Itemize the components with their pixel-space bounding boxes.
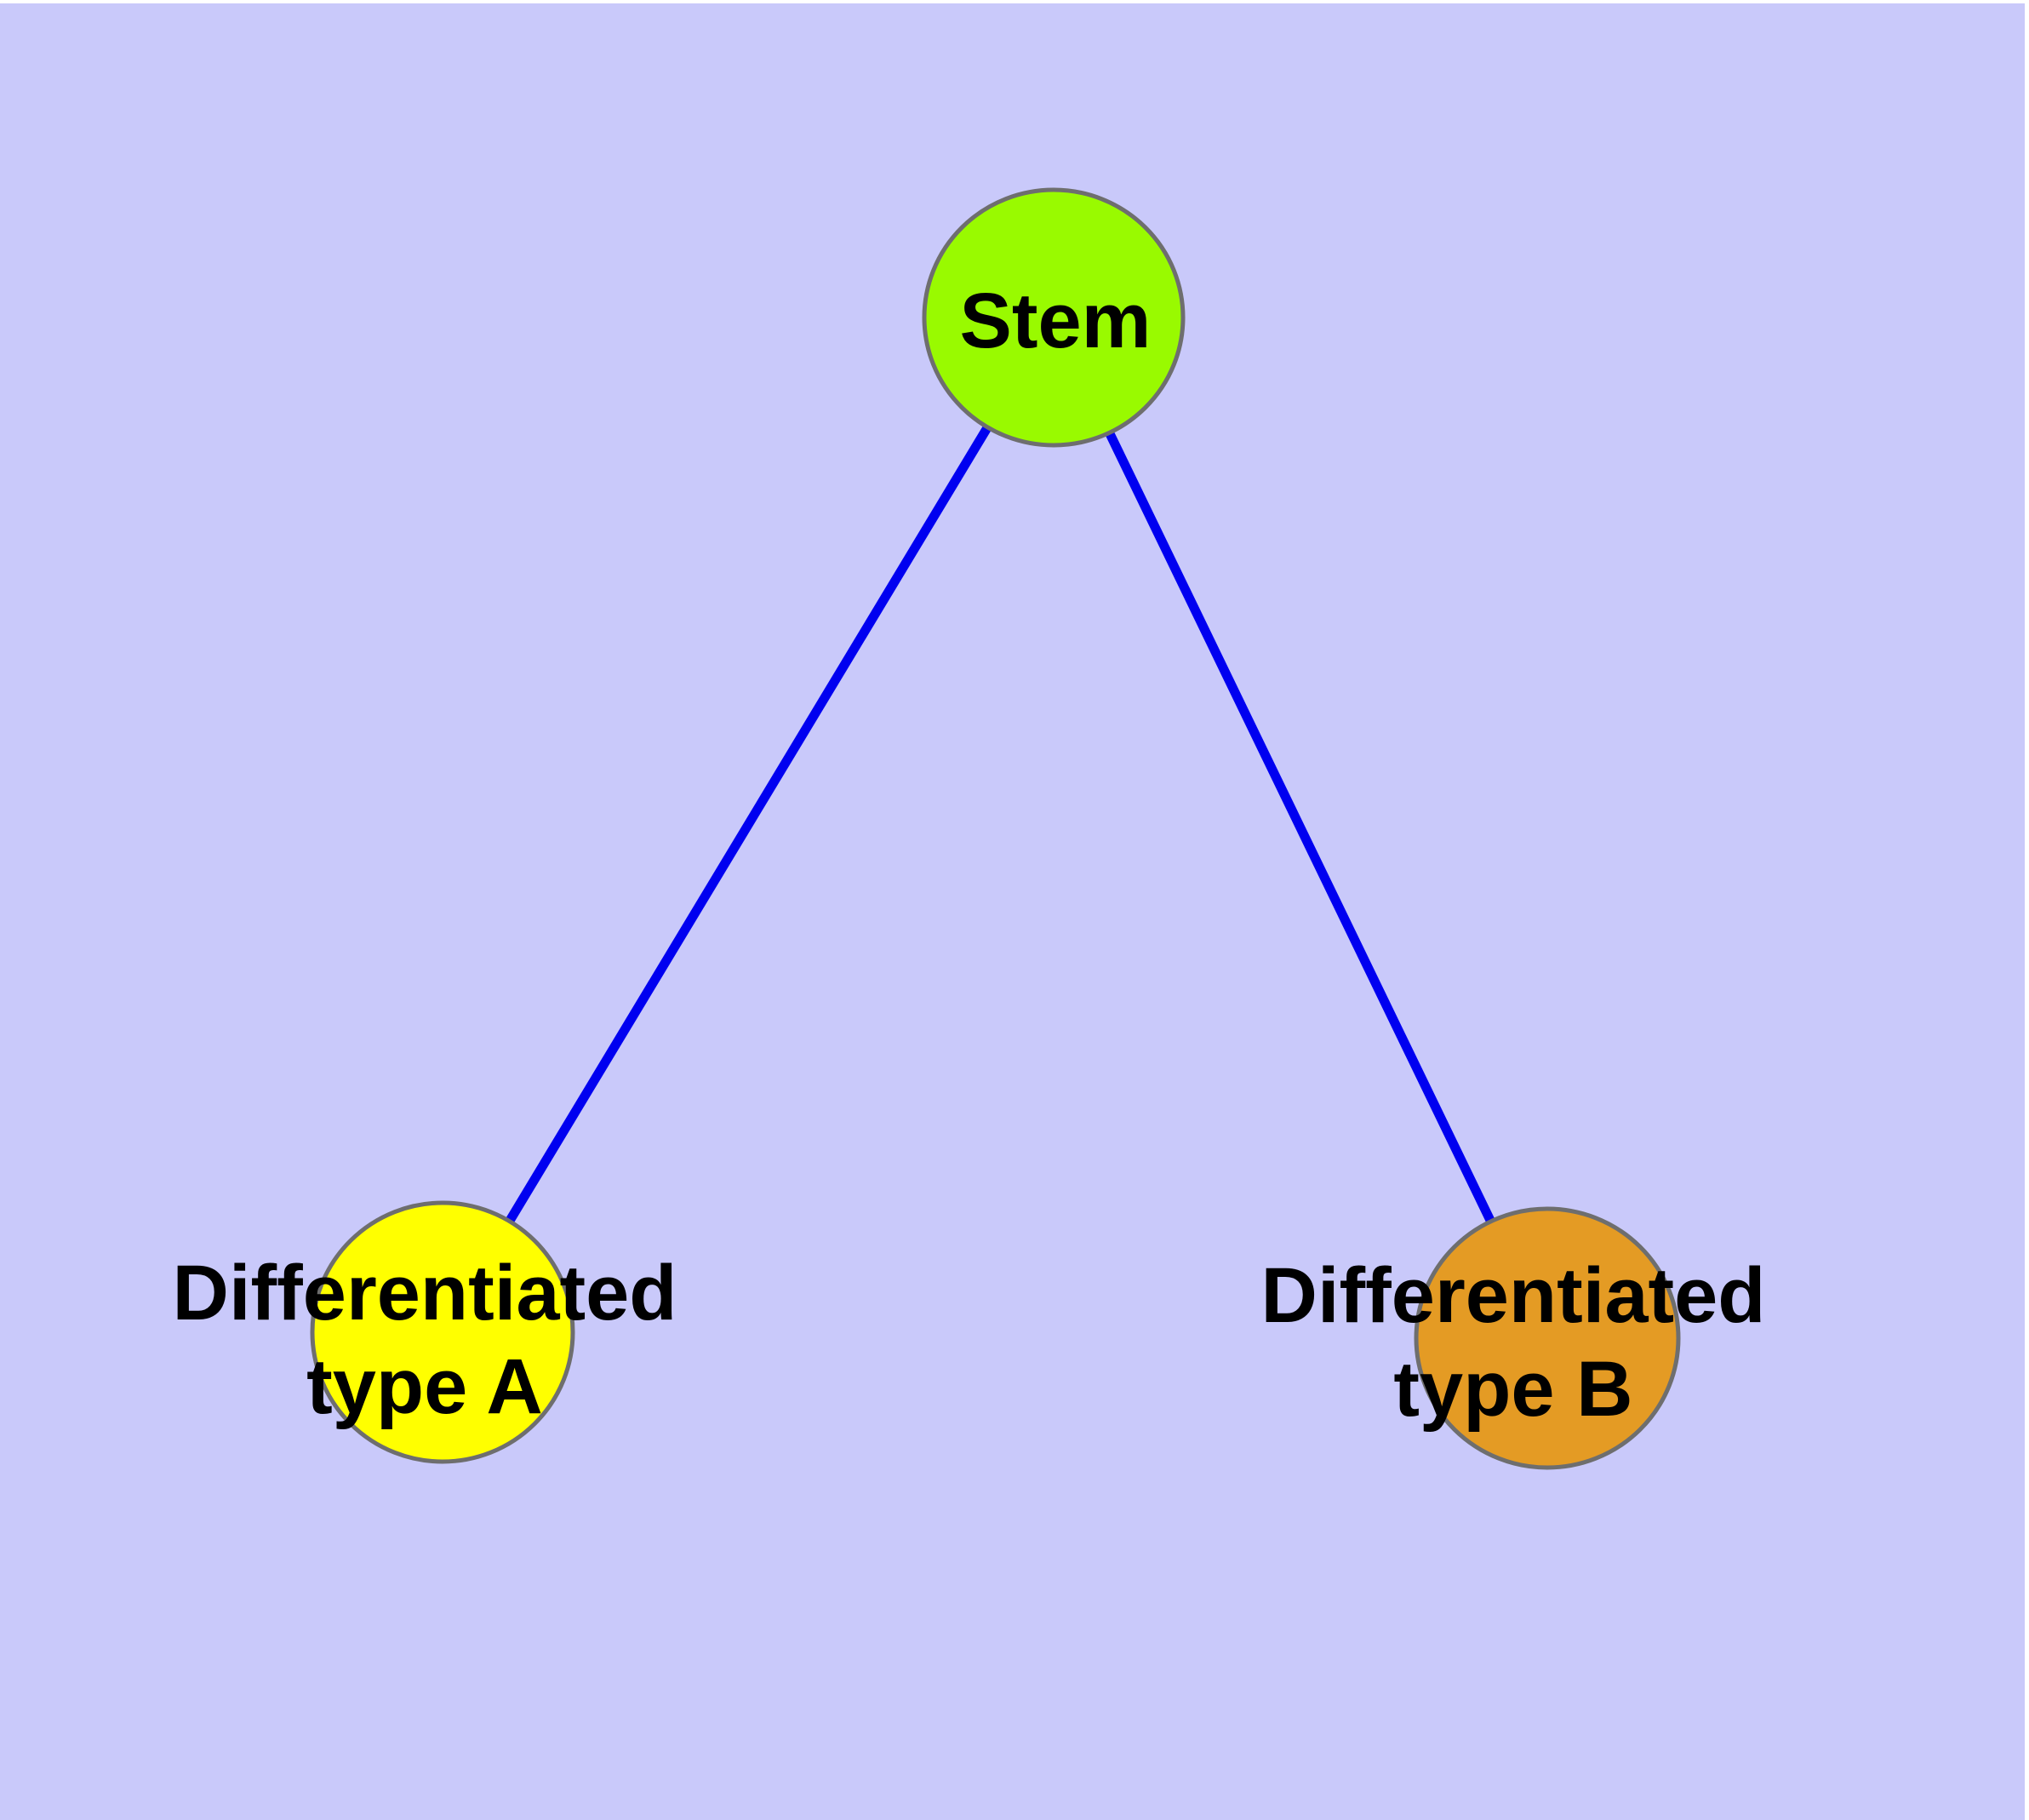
node-differentiated-type-b [1414, 1206, 1681, 1470]
edge-stem-to-type-b [1049, 315, 1552, 1341]
node-type-b-label-line2: type B [1393, 1346, 1632, 1433]
node-type-a-label-line1: Differentiated [173, 1250, 677, 1336]
edge-stem-to-type-a [438, 315, 1058, 1335]
node-stem [922, 187, 1186, 448]
node-type-b-label-line1: Differentiated [1261, 1252, 1766, 1339]
node-type-a-label-line2: type A [306, 1343, 543, 1430]
node-stem-label: Stem [960, 278, 1152, 364]
node-differentiated-type-a [310, 1200, 575, 1464]
